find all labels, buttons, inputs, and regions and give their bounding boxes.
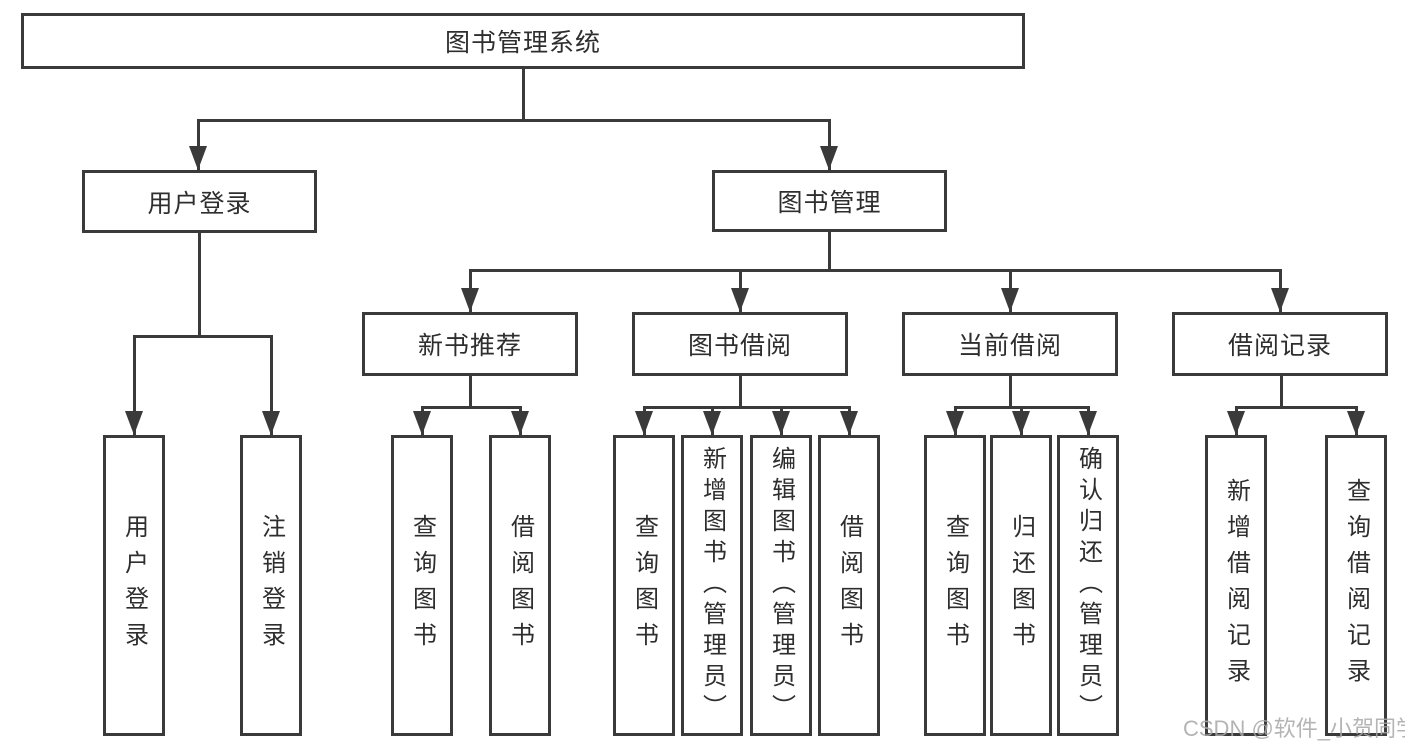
connector-level3-bus	[468, 269, 1282, 272]
connector-trunk	[468, 376, 472, 409]
leaf-label: 查询图书	[630, 513, 658, 658]
leaf-label: 编辑图书（管理员）	[767, 446, 795, 725]
arrow-down-icon	[125, 411, 143, 435]
leaf-add-borrow-record: 新增借阅记录	[1205, 435, 1267, 736]
node-new-book-recommend: 新书推荐	[362, 312, 578, 376]
arrow-down-icon	[820, 146, 838, 170]
root-box: 图书管理系统	[21, 13, 1025, 69]
connector-trunk	[1279, 376, 1283, 409]
connector-drop-book-management	[827, 119, 831, 170]
arrow-down-icon	[772, 411, 790, 435]
connector-user-login-bus	[132, 335, 273, 338]
borrow-records-label: 借阅记录	[1227, 332, 1332, 360]
leaf-confirm-return-admin: 确认归还（管理员）	[1057, 435, 1119, 736]
arrow-down-icon	[413, 411, 431, 435]
leaf-borrow-books: 借阅图书	[818, 435, 880, 736]
connector-bus	[644, 406, 849, 409]
leaf-label: 查询图书	[408, 513, 436, 658]
leaf-label: 借阅图书	[506, 513, 534, 658]
arrow-down-icon	[189, 146, 207, 170]
connector-trunk	[1008, 376, 1012, 409]
leaf-logout: 注销登录	[240, 435, 302, 736]
book-management-label: 图书管理	[777, 189, 882, 217]
connector-drop-leaf	[132, 335, 136, 435]
node-current-borrow: 当前借阅	[902, 312, 1118, 376]
arrow-down-icon	[1001, 288, 1019, 312]
arrow-down-icon	[840, 411, 858, 435]
arrow-down-icon	[731, 288, 749, 312]
connector-bus	[1236, 406, 1356, 409]
leaf-query-books-recommend: 查询图书	[391, 435, 453, 736]
connector-drop-leaf	[269, 335, 273, 435]
user-login-label: 用户登录	[147, 189, 252, 218]
leaf-return-books: 归还图书	[990, 435, 1052, 736]
root-label: 图书管理系统	[444, 29, 601, 57]
node-book-borrow: 图书借阅	[632, 312, 848, 376]
csdn-watermark: CSDN @软件_小贺同学	[1183, 716, 1405, 741]
leaf-label: 确认归还（管理员）	[1074, 446, 1102, 725]
leaf-edit-books-admin: 编辑图书（管理员）	[750, 435, 812, 736]
leaf-label: 用户登录	[120, 513, 148, 658]
connector-root-trunk	[521, 69, 525, 119]
connector-user-login-trunk	[198, 233, 201, 338]
node-book-management: 图书管理	[712, 170, 947, 232]
leaf-query-books-borrow: 查询图书	[613, 435, 675, 736]
arrow-down-icon	[946, 411, 964, 435]
node-borrow-records: 借阅记录	[1172, 312, 1388, 376]
leaf-query-books-current: 查询图书	[924, 435, 986, 736]
arrow-down-icon	[1012, 411, 1030, 435]
leaf-label: 新增图书（管理员）	[698, 446, 726, 725]
leaf-label: 新增借阅记录	[1222, 477, 1250, 694]
leaf-label: 归还图书	[1007, 513, 1035, 658]
leaf-query-borrow-record: 查询借阅记录	[1325, 435, 1387, 736]
leaf-user-login: 用户登录	[103, 435, 165, 736]
leaf-label: 注销登录	[257, 513, 285, 658]
book-borrow-label: 图书借阅	[687, 332, 792, 360]
connector-book-management-trunk	[828, 232, 831, 272]
leaf-add-books-admin: 新增图书（管理员）	[681, 435, 743, 736]
arrow-down-icon	[635, 411, 653, 435]
arrow-down-icon	[1227, 411, 1245, 435]
arrow-down-icon	[703, 411, 721, 435]
leaf-label: 查询借阅记录	[1342, 477, 1370, 694]
arrow-down-icon	[461, 288, 479, 312]
arrow-down-icon	[1347, 411, 1365, 435]
leaf-borrow-books-recommend: 借阅图书	[489, 435, 551, 736]
connector-level2-bus	[197, 119, 831, 122]
connector-bus	[422, 406, 520, 409]
arrow-down-icon	[511, 411, 529, 435]
new-book-recommend-label: 新书推荐	[417, 332, 522, 360]
arrow-down-icon	[262, 411, 280, 435]
leaf-label: 查询图书	[941, 513, 969, 658]
connector-trunk	[738, 376, 742, 409]
arrow-down-icon	[1271, 288, 1289, 312]
leaf-label: 借阅图书	[835, 513, 863, 658]
connector-drop-user-login	[196, 119, 200, 170]
arrow-down-icon	[1079, 411, 1097, 435]
current-borrow-label: 当前借阅	[957, 332, 1062, 360]
node-user-login: 用户登录	[82, 170, 317, 233]
